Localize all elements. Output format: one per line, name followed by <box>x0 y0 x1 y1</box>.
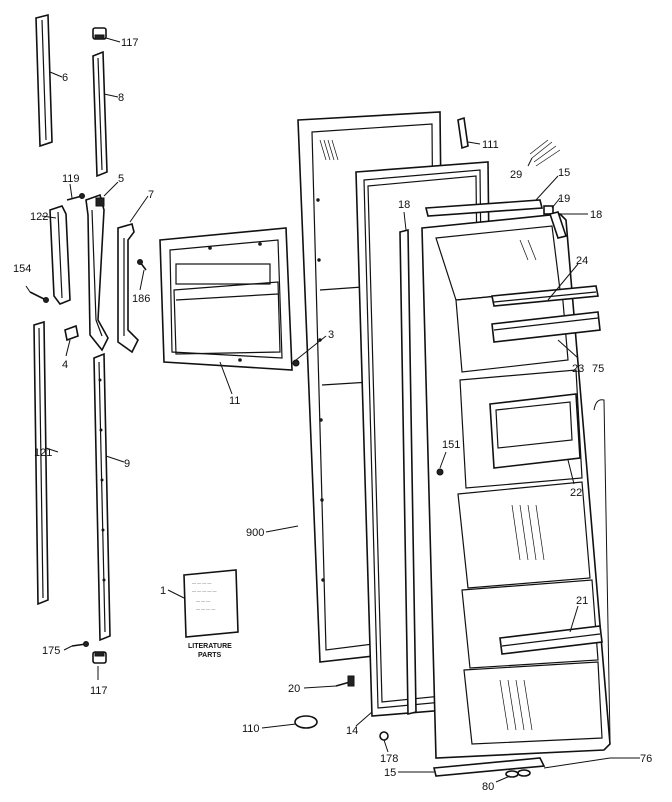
part-19-cap <box>543 205 554 215</box>
label-122: 122 <box>30 211 48 223</box>
label-8: 8 <box>118 92 124 104</box>
literature-label-line1: LITERATURE <box>188 643 232 650</box>
part-119-screw <box>66 193 85 201</box>
part-8-channel <box>92 50 108 178</box>
literature-booklet: — — — — — — — — — — — — — — — — LITERATU… <box>183 569 239 659</box>
part-3-screw <box>292 359 300 367</box>
svg-text:— — — —: — — — — <box>196 606 215 611</box>
label-11: 11 <box>229 395 240 407</box>
part-111-clip <box>457 116 469 150</box>
label-29: 29 <box>510 169 522 181</box>
part-5-handle <box>85 193 109 352</box>
part-29-bracket <box>529 139 561 167</box>
part-117-cap-bottom <box>92 651 107 664</box>
label-75: 75 <box>592 363 604 375</box>
label-15-top: 15 <box>558 167 570 179</box>
part-151-screw <box>436 468 444 476</box>
part-18-strip-left <box>399 228 417 716</box>
literature-label-line2: PARTS <box>198 652 222 659</box>
label-7: 7 <box>148 189 154 201</box>
label-21: 21 <box>576 595 588 607</box>
part-number-labels: 117 6 8 119 5 7 122 154 186 4 3 11 121 9… <box>13 37 652 793</box>
svg-text:— — — —: — — — — <box>192 580 211 585</box>
label-76: 76 <box>640 753 652 765</box>
part-9-channel <box>93 352 111 642</box>
svg-text:— — — — —: — — — — — <box>192 588 216 593</box>
leader-lines <box>25 37 640 783</box>
part-24-shelf-bar <box>491 285 599 307</box>
part-15-trim-bottom <box>432 757 546 777</box>
part-186-screw <box>137 259 147 271</box>
label-110: 110 <box>242 723 260 735</box>
part-15-trim-top <box>424 199 544 217</box>
label-22: 22 <box>570 487 582 499</box>
label-3: 3 <box>328 329 334 341</box>
label-1: 1 <box>160 585 166 597</box>
part-75-wire <box>593 399 611 741</box>
part-7-bracket <box>117 223 139 354</box>
label-23: 23 <box>572 363 584 375</box>
label-900: 900 <box>246 527 264 539</box>
label-154: 154 <box>13 263 31 275</box>
part-21-shelf-bar <box>499 625 603 655</box>
part-117-cap-top <box>92 27 107 40</box>
label-117-bottom: 117 <box>90 685 108 697</box>
label-119: 119 <box>62 173 80 185</box>
label-186: 186 <box>132 293 150 305</box>
label-9: 9 <box>124 458 130 470</box>
door-liner <box>421 213 611 759</box>
label-18-right: 18 <box>590 209 602 221</box>
part-11-door-panel <box>159 227 293 371</box>
part-122-handle-cover <box>49 205 71 305</box>
label-20: 20 <box>288 683 300 695</box>
svg-text:— — —: — — — <box>196 598 210 603</box>
part-80-pads <box>505 769 531 778</box>
part-4-clip <box>64 324 79 342</box>
part-22-bin <box>489 393 581 469</box>
part-175-screw <box>71 641 89 647</box>
label-19: 19 <box>558 193 570 205</box>
part-110-plug <box>294 715 318 729</box>
part-178-plug <box>379 731 389 741</box>
part-154-screw <box>29 291 49 303</box>
part-23-shelf-bar <box>491 311 601 343</box>
label-18-left: 18 <box>398 199 410 211</box>
label-178: 178 <box>380 753 398 765</box>
label-175: 175 <box>42 645 60 657</box>
part-18-strip-right <box>548 211 568 239</box>
label-80: 80 <box>482 781 494 793</box>
part-121-trim <box>33 320 49 606</box>
label-117-top: 117 <box>121 37 139 49</box>
label-14: 14 <box>346 725 358 737</box>
label-111: 111 <box>482 139 499 151</box>
label-4: 4 <box>62 359 68 371</box>
label-121: 121 <box>34 447 52 459</box>
label-151: 151 <box>442 439 460 451</box>
label-6: 6 <box>62 72 68 84</box>
label-5: 5 <box>118 173 124 185</box>
label-15-bottom: 15 <box>384 767 396 779</box>
label-24: 24 <box>576 255 588 267</box>
part-6-trim-strip <box>35 13 53 148</box>
part-20-fastener <box>335 675 355 687</box>
